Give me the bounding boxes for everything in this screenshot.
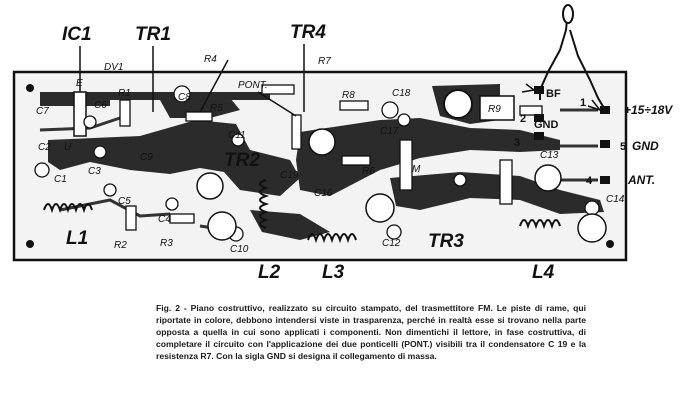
label-dv1: DV1 [104, 62, 123, 73]
label-tr1: TR1 [135, 24, 171, 45]
label-pont: PONT. [238, 80, 268, 91]
label-u: U [64, 142, 72, 153]
label-c7: C7 [36, 106, 49, 117]
capacitor-c13 [499, 159, 513, 205]
resistors [119, 84, 543, 231]
label-c11: C11 [228, 130, 246, 141]
arrow-to-pad [521, 83, 536, 93]
label-bf: BF [546, 88, 561, 100]
label-tr4: TR4 [290, 22, 326, 43]
label-c4: C4 [158, 214, 171, 225]
label-r5: R5 [210, 103, 223, 114]
label-l2: L2 [258, 262, 281, 283]
label-r3: R3 [160, 238, 173, 249]
leader-lines [79, 44, 305, 117]
label-pin2: 2 [520, 113, 526, 125]
label-l1: L1 [66, 228, 88, 249]
label-c12: C12 [382, 238, 401, 249]
label-tr3: TR3 [428, 231, 464, 252]
label-e: E [76, 78, 83, 89]
pcb-layout-diagram: IC1 TR1 TR4 TR2 TR3 L1 L2 L3 L4 DV1 E R1… [12, 4, 673, 283]
label-c9: C9 [140, 152, 153, 163]
mounting-hole [26, 84, 34, 92]
label-pin4: 4 [586, 175, 593, 187]
label-c18: C18 [392, 88, 411, 99]
label-pin5: 5 [620, 141, 626, 153]
label-c10: C10 [230, 244, 249, 255]
label-r1: R1 [118, 88, 131, 99]
label-c1: C1 [54, 174, 67, 185]
connector-plug [562, 4, 574, 24]
trimmer-r9 [443, 89, 473, 119]
label-r9: R9 [488, 104, 501, 115]
label-c2: C2 [38, 142, 51, 153]
coils [43, 179, 561, 244]
label-c5: C5 [118, 196, 131, 207]
label-c6: C6 [94, 100, 107, 111]
figure-caption: Fig. 2 - Piano costruttivo, realizzato s… [156, 303, 586, 361]
capacitor-c19 [291, 114, 302, 150]
label-r2: R2 [114, 240, 127, 251]
label-l4: L4 [532, 262, 555, 283]
capacitors [34, 85, 600, 242]
label-pin1: 1 [580, 97, 586, 109]
label-c8: C8 [178, 92, 191, 103]
label-pin3: 3 [514, 137, 520, 149]
label-m: M [412, 164, 421, 175]
arrow-to-pad [587, 99, 603, 112]
label-gnd: GND [632, 139, 659, 153]
mounting-hole [26, 240, 34, 248]
label-ic1: IC1 [62, 24, 92, 45]
label-supply: +15÷18V [624, 103, 673, 117]
transistors [196, 128, 607, 243]
r9-box [479, 95, 515, 121]
label-r7: R7 [318, 56, 331, 67]
label-c17: C17 [380, 126, 399, 137]
capacitor-c17 [399, 139, 413, 191]
label-c16: C16 [314, 188, 333, 199]
label-r4: R4 [204, 54, 217, 65]
ic1-body [73, 91, 87, 137]
label-c3: C3 [88, 166, 101, 177]
label-r6: R6 [362, 166, 375, 177]
label-r8: R8 [342, 90, 355, 101]
label-tr2: TR2 [224, 150, 260, 171]
label-c13: C13 [540, 150, 559, 161]
label-c14: C14 [606, 194, 625, 205]
external-wire [539, 9, 569, 100]
label-c19: C19 [280, 170, 299, 181]
label-ant: ANT. [627, 173, 655, 187]
label-gnd-inner: GND [534, 119, 559, 131]
mounting-hole [606, 240, 614, 248]
external-wire [569, 29, 605, 109]
label-l3: L3 [322, 262, 345, 283]
